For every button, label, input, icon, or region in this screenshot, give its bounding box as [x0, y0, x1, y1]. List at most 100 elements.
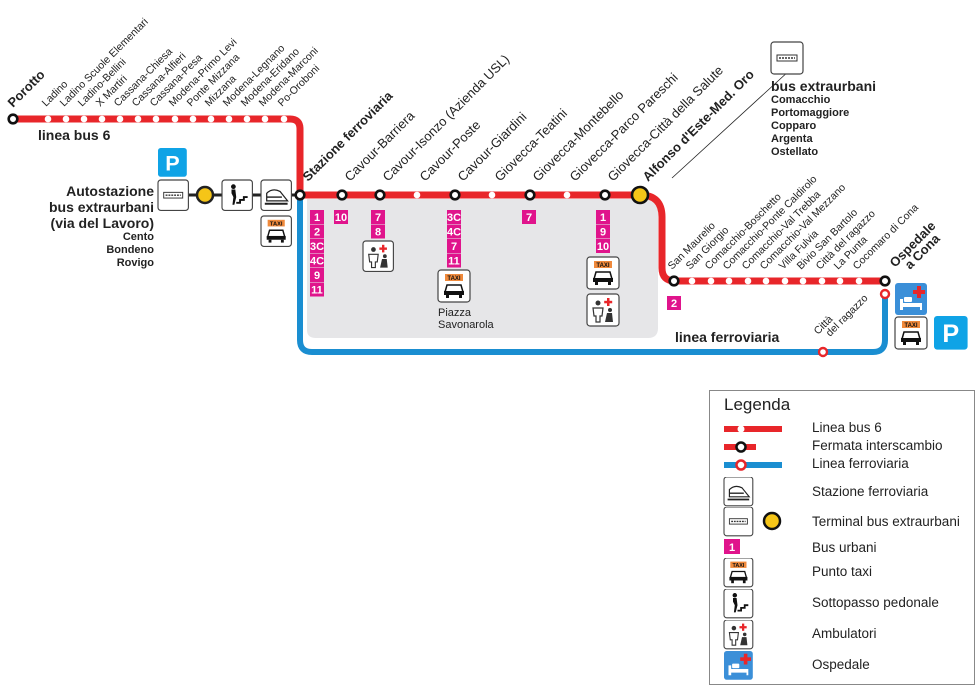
stop-center [449, 189, 461, 201]
stop-east [668, 275, 680, 287]
stop-ospedale [879, 275, 891, 287]
bus-badge-stazione-label: 11 [311, 285, 323, 297]
bus-badge-stazione-label: 9 [314, 270, 320, 282]
hospital-icon [895, 283, 927, 315]
legend-label: Linea ferroviaria [812, 456, 909, 471]
bus-badge-stazione [310, 282, 324, 297]
stop-west [134, 115, 142, 123]
bus-badge-stazione-label: 3C [310, 241, 324, 253]
autostazione-label: Autostazione bus extraurbani (via del La… [49, 183, 154, 270]
stop-east [688, 277, 696, 285]
bus-badge-giardini [447, 210, 461, 224]
extraurbani-east-title: bus extraurbani [771, 78, 877, 94]
bus-badge-stazione [310, 210, 324, 224]
stop-center [336, 189, 348, 201]
stop-east [799, 277, 807, 285]
stop-west [116, 115, 124, 123]
autostazione-dest-3: Rovigo [116, 257, 154, 269]
autostazione-dest-1: Cento [122, 231, 154, 243]
extraurbani-dest-1: Comacchio [771, 94, 831, 106]
bus-badge-stazione-label: 2 [314, 227, 320, 239]
bus-badge-stazione [310, 224, 324, 239]
legend-label: Ospedale [812, 657, 870, 672]
clinic-icon-salute [586, 293, 620, 327]
bus-badge-barriera [334, 210, 348, 224]
legend-item-urban-bus: 1 Bus urbani [710, 537, 970, 561]
rail-stop-ospedale [879, 288, 891, 300]
taxi-icon-savonarola [437, 269, 471, 303]
bus-badge-salute [596, 224, 610, 239]
legend-item-train-station: Stazione ferroviaria [710, 477, 970, 507]
bus-badge-giardini-label: 7 [451, 241, 457, 253]
stop-porotto [7, 113, 19, 125]
stop-east [744, 277, 752, 285]
bus-line-icon [724, 425, 782, 433]
legend-label: Stazione ferroviaria [812, 484, 929, 499]
stop-west [80, 115, 88, 123]
piazza-savonarola-label: Piazza Savonarola [438, 307, 494, 331]
autostazione-title-3: (via del Lavoro) [50, 215, 154, 231]
bus-badge-giardini [447, 224, 461, 239]
stop-center [524, 189, 536, 201]
stop-west [189, 115, 197, 123]
legend-item-underpass: Sottopasso pedonale [710, 589, 970, 619]
bus-line-6 [13, 115, 885, 285]
stop-west [171, 115, 179, 123]
bus-terminal-icon [723, 507, 782, 537]
bus-icon-extraurbani-east [770, 41, 804, 75]
bus-badge-san-maurelio-label: 2 [671, 298, 677, 310]
train-station-icon [260, 179, 293, 212]
bus-line-label: linea bus 6 [38, 127, 111, 143]
train-station-icon [723, 477, 754, 507]
stop-west [152, 115, 160, 123]
bus-badge-salute-label: 10 [597, 241, 609, 253]
stop-west [225, 115, 233, 123]
legend-item-rail-line: Linea ferroviaria [710, 453, 970, 477]
bus-badge-stazione [310, 239, 324, 253]
bus-badge-barriera-label: 10 [335, 212, 347, 224]
autostazione-title-1: Autostazione [66, 183, 154, 199]
bus-badge-montebello [522, 210, 536, 224]
bus-badge-isonzo [371, 224, 385, 239]
bus-badge-isonzo-label: 8 [375, 227, 381, 239]
legend-label: Punto taxi [812, 564, 873, 579]
bus-badge-giardini-label: 3C [447, 212, 461, 224]
stop-east [781, 277, 789, 285]
autostazione-dest-2: Bondeno [106, 244, 154, 256]
bus-badge-san-maurelio [667, 296, 681, 310]
rail-stop-label-2: del ragazzo [824, 292, 871, 339]
rail-stop-citta-ragazzo [817, 346, 829, 358]
legend-item-bus-line: Linea bus 6 [710, 417, 970, 441]
stop-center [413, 191, 421, 199]
stop-west [243, 115, 251, 123]
rail-line-label: linea ferroviaria [675, 329, 779, 345]
bus-badge-giardini-label: 4C [447, 227, 461, 239]
bus-badge-giardini [447, 253, 461, 268]
piazza-label-1: Piazza [438, 307, 472, 319]
interchange-stop-icon [724, 441, 756, 453]
rail-line [297, 195, 888, 355]
bus-badge-giardini-label: 11 [448, 256, 460, 268]
stop-west [207, 115, 215, 123]
extraurbani-east-label: bus extraurbani Comacchio Portomaggiore … [771, 78, 876, 159]
taxi-icon-salute [586, 256, 620, 290]
hospital-icon [724, 651, 753, 680]
bus-badge-giardini [447, 239, 461, 253]
bus-badge-isonzo [371, 210, 385, 224]
pedestrian-underpass-icon [221, 179, 254, 212]
stop-east [836, 277, 844, 285]
legend-item-hospital: Ospedale [710, 651, 970, 681]
clinic-icon-isonzo [362, 240, 394, 272]
legend-label: Terminal bus extraurbani [812, 514, 960, 529]
bus-badge-salute [596, 239, 610, 253]
stop-east [762, 277, 770, 285]
parking-icon-ospedale [934, 316, 968, 350]
stop-center [374, 189, 386, 201]
extraurbani-dest-2: Portomaggiore [771, 107, 850, 119]
urban-bus-badge-icon: 1 [724, 539, 740, 554]
stop-east [707, 277, 715, 285]
taxi-icon [723, 558, 754, 588]
taxi-icon-ospedale [894, 316, 928, 350]
city-center-area [307, 199, 658, 338]
stop-east [818, 277, 826, 285]
